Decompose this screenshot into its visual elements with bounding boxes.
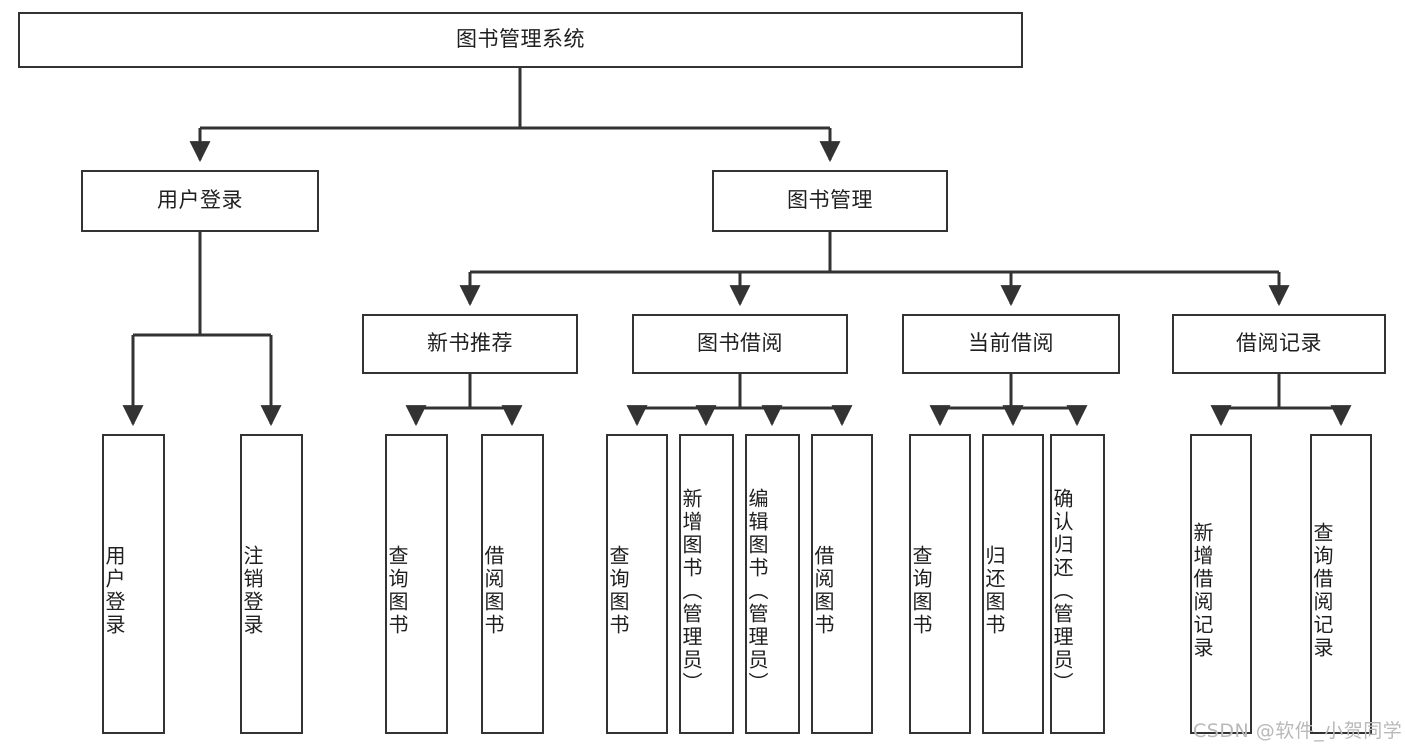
edge-group-user-login	[122, 232, 282, 427]
node-root[interactable]: 图书管理系统	[18, 12, 1023, 68]
node-current-borrow[interactable]: 当前借阅	[902, 314, 1120, 374]
node-new-book-recommend-label: 新书推荐	[427, 331, 513, 356]
node-leaf-query-book-2-label: 查询图书	[606, 545, 630, 637]
node-root-label: 图书管理系统	[456, 27, 585, 52]
node-leaf-add-book[interactable]: 新增图书（管理员）	[679, 434, 734, 734]
node-leaf-query-book-1[interactable]: 查询图书	[385, 434, 448, 734]
node-leaf-edit-book[interactable]: 编辑图书（管理员）	[745, 434, 800, 734]
node-leaf-borrow-book-2[interactable]: 借阅图书	[811, 434, 873, 734]
node-leaf-query-record-label: 查询借阅记录	[1310, 522, 1334, 660]
node-leaf-logout-label: 注销登录	[240, 545, 264, 637]
edge-group-new-book-recommend	[405, 374, 523, 427]
node-user-login[interactable]: 用户登录	[81, 170, 319, 232]
node-user-login-label: 用户登录	[157, 188, 243, 213]
node-leaf-query-book-3[interactable]: 查询图书	[909, 434, 971, 734]
node-leaf-borrow-book-1-label: 借阅图书	[481, 545, 505, 637]
node-leaf-add-record-label: 新增借阅记录	[1190, 522, 1214, 660]
node-leaf-edit-book-label: 编辑图书（管理员）	[745, 487, 769, 695]
edge-group-book-manage	[459, 232, 1290, 307]
node-leaf-borrow-book-2-label: 借阅图书	[811, 545, 835, 637]
node-leaf-logout[interactable]: 注销登录	[240, 434, 303, 734]
edge-group-current-borrow	[929, 374, 1088, 427]
node-leaf-confirm-return[interactable]: 确认归还（管理员）	[1050, 434, 1105, 734]
node-leaf-borrow-book-1[interactable]: 借阅图书	[481, 434, 544, 734]
node-leaf-query-book-3-label: 查询图书	[909, 545, 933, 637]
node-leaf-return-book[interactable]: 归还图书	[982, 434, 1044, 734]
node-leaf-add-record[interactable]: 新增借阅记录	[1190, 434, 1252, 734]
csdn-watermark: CSDN @软件_小贺同学	[1193, 720, 1403, 742]
node-book-manage[interactable]: 图书管理	[712, 170, 948, 232]
edge-group-root	[189, 68, 841, 163]
node-leaf-query-book-1-label: 查询图书	[385, 545, 409, 637]
node-borrow-record[interactable]: 借阅记录	[1172, 314, 1386, 374]
node-current-borrow-label: 当前借阅	[968, 331, 1054, 356]
node-leaf-query-record[interactable]: 查询借阅记录	[1310, 434, 1372, 734]
edge-group-borrow-record	[1210, 374, 1352, 427]
node-leaf-user-login[interactable]: 用户登录	[102, 434, 165, 734]
node-book-borrow-label: 图书借阅	[697, 331, 783, 356]
node-leaf-return-book-label: 归还图书	[982, 545, 1006, 637]
edge-group-book-borrow	[626, 374, 853, 427]
node-new-book-recommend[interactable]: 新书推荐	[362, 314, 578, 374]
node-borrow-record-label: 借阅记录	[1236, 331, 1322, 356]
node-leaf-user-login-label: 用户登录	[102, 545, 126, 637]
node-leaf-add-book-label: 新增图书（管理员）	[679, 487, 703, 695]
node-leaf-confirm-return-label: 确认归还（管理员）	[1050, 487, 1074, 695]
node-book-manage-label: 图书管理	[787, 188, 873, 213]
node-leaf-query-book-2[interactable]: 查询图书	[606, 434, 668, 734]
node-book-borrow[interactable]: 图书借阅	[632, 314, 848, 374]
